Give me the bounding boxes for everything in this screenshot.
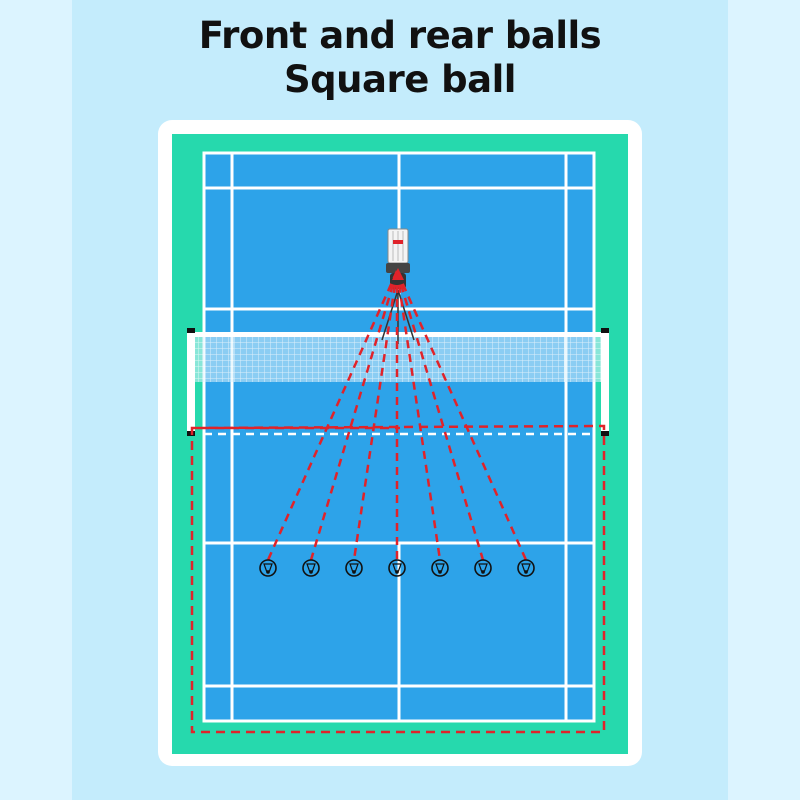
trajectory-line	[266, 270, 399, 561]
shuttlecock-target-icon	[302, 559, 320, 577]
background-band-right	[728, 0, 800, 800]
shuttlecock-target-icon	[259, 559, 277, 577]
trajectory-line	[352, 270, 399, 561]
trajectory-line	[395, 270, 442, 561]
shuttlecock-target-icon	[517, 559, 535, 577]
background-band-left	[0, 0, 72, 800]
net-top-band	[192, 332, 606, 337]
title-line-2: Square ball	[284, 58, 516, 101]
title-line-1: Front and rear balls	[198, 14, 602, 57]
shuttlecock-target-icon	[474, 559, 492, 577]
trajectory-line	[395, 270, 528, 561]
net	[187, 328, 609, 436]
net-post-right	[601, 328, 609, 436]
shuttlecock-targets	[259, 559, 535, 577]
title-block: Front and rear balls Square ball	[0, 14, 800, 102]
trajectory-lines	[266, 270, 528, 561]
shuttlecock-target-icon	[388, 559, 406, 577]
net-post-left	[187, 328, 195, 436]
boundary-dashed-path	[190, 424, 606, 734]
shuttlecock-target-icon	[431, 559, 449, 577]
shuttlecock-target-icon	[345, 559, 363, 577]
